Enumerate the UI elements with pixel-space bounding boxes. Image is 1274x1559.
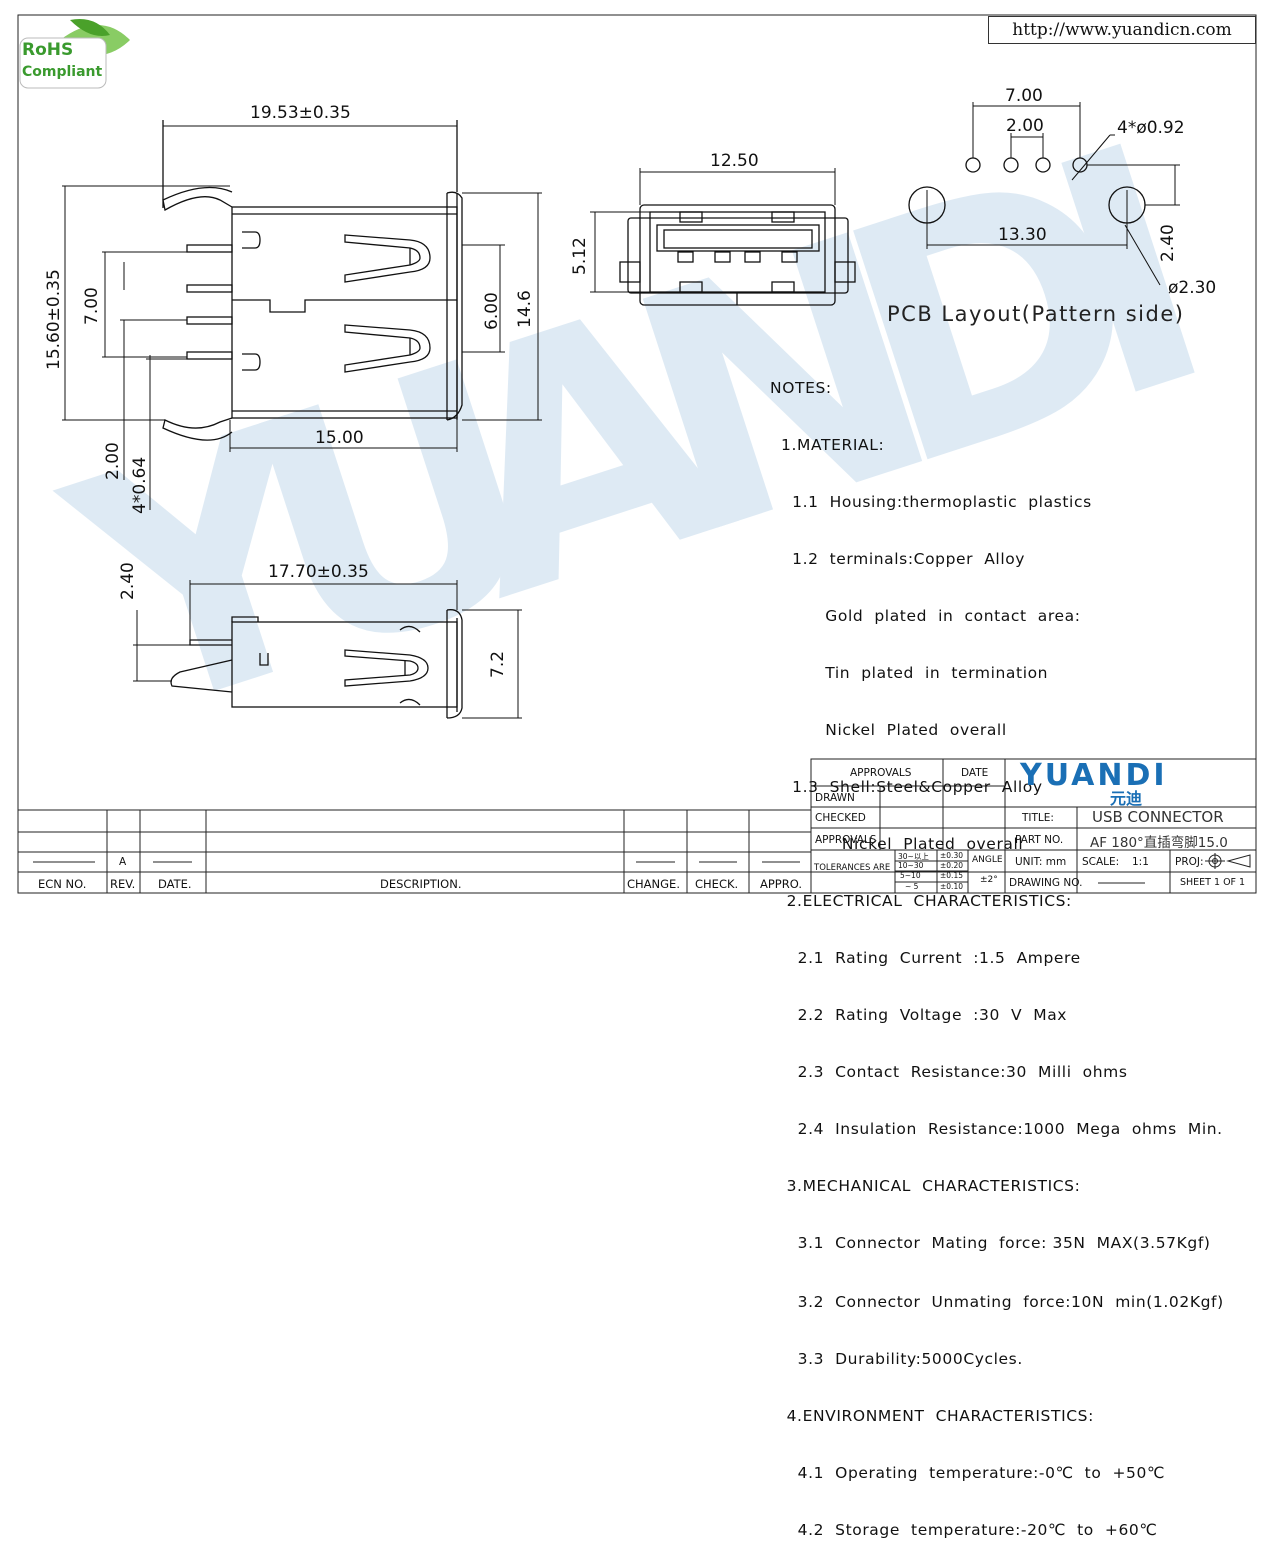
dim-overall: 14.6	[515, 290, 535, 328]
note-line: 3.1 Connector Mating force: 35N MAX(3.57…	[770, 1234, 1211, 1252]
rev-header-description: DESCRIPTION.	[380, 877, 462, 891]
note-line: 1.1 Housing:thermoplastic plastics	[770, 493, 1092, 511]
pcb-layout-label: PCB Layout(Pattern side)	[887, 302, 1185, 326]
note-line: Nickel Plated overall	[770, 721, 1007, 739]
note-line: 2.ELECTRICAL CHARACTERISTICS:	[770, 892, 1072, 910]
title-block	[810, 758, 1257, 894]
tb-drawn: DRAWN	[815, 792, 855, 804]
dim-pcb-outer-pitch: 7.00	[1005, 86, 1043, 106]
tb-angle-label: ANGLE	[972, 855, 1003, 865]
tb-part-label: PART NO.	[1015, 834, 1064, 846]
dim-pcb-peg-span: 13.30	[998, 225, 1047, 245]
tb-proj: PROJ:	[1175, 856, 1204, 868]
side-view	[162, 120, 463, 441]
notes-block: NOTES: 1.MATERIAL: 1.1 Housing:thermopla…	[770, 341, 1224, 1559]
rohs-logo	[19, 19, 130, 89]
tb-tol-range: 10~30	[898, 861, 924, 870]
rev-value: A	[119, 856, 127, 868]
rev-header-check: CHECK.	[695, 877, 739, 891]
note-line: 4.ENVIRONMENT CHARACTERISTICS:	[770, 1407, 1094, 1425]
note-line: 4.1 Operating temperature:-0℃ to +50℃	[770, 1464, 1165, 1482]
dim-bottom-width: 17.70±0.35	[268, 562, 369, 582]
drawing-canvas: YUANDI	[17, 14, 1257, 894]
tb-date-header: DATE	[961, 767, 989, 779]
dim-pin-pitch: 2.00	[103, 442, 123, 480]
front-view	[619, 204, 856, 306]
dim-pcb-peg-offset: 2.40	[1158, 224, 1178, 262]
tb-tol-range: 5~10	[900, 871, 921, 880]
bottom-view-dims	[133, 580, 522, 719]
rohs-subtitle: Compliant	[22, 64, 103, 80]
tb-title-value: USB CONNECTOR	[1092, 808, 1224, 826]
dim-body-depth: 15.00	[315, 428, 364, 448]
tb-scale-value: 1:1	[1132, 856, 1149, 868]
tb-approvals: APPROVALS	[815, 834, 877, 846]
note-line: 1.2 terminals:Copper Alloy	[770, 550, 1026, 568]
tb-tol-range: ~ 5	[905, 882, 919, 891]
note-line: 2.2 Rating Voltage :30 V Max	[770, 1006, 1068, 1024]
tb-scale-label: SCALE:	[1082, 856, 1120, 868]
rev-header-ecn: ECN NO.	[38, 877, 87, 891]
tb-tol-range: 30~以上	[898, 852, 929, 861]
tb-checked: CHECKED	[815, 812, 866, 824]
rev-header-rev: REV.	[110, 877, 136, 891]
pcb-dims	[926, 102, 1180, 286]
company-url[interactable]: http://www.yuandicn.com	[988, 16, 1256, 44]
note-line: Tin plated in termination	[770, 664, 1049, 682]
dim-pin-dia: 4*0.64	[130, 456, 150, 514]
note-line: 2.3 Contact Resistance:30 Milli ohms	[770, 1063, 1128, 1081]
note-line: 2.4 Insulation Resistance:1000 Mega ohms…	[770, 1120, 1223, 1138]
rev-header-date: DATE.	[158, 877, 192, 891]
dim-front-height: 5.12	[570, 237, 590, 275]
note-line: 4.2 Storage temperature:-20℃ to +60℃	[770, 1521, 1158, 1539]
dim-pcb-peg-dia: ø2.30	[1168, 278, 1217, 298]
note-line: Nickel Plated overall	[770, 835, 1024, 853]
tb-tol-value: ±0.20	[940, 861, 963, 870]
brand-logo: YUANDI	[1020, 758, 1168, 793]
rev-header-appro: APPRO.	[760, 877, 802, 891]
dim-front-width: 12.50	[710, 151, 759, 171]
side-view-dims	[62, 125, 542, 510]
tb-approvals-header: APPROVALS	[850, 767, 912, 779]
rohs-title: RoHS	[22, 40, 74, 60]
tb-unit: UNIT: mm	[1015, 856, 1067, 868]
note-line: 1.MATERIAL:	[770, 436, 885, 454]
front-view-dims	[590, 168, 836, 293]
dim-pcb-hole: 4*ø0.92	[1117, 118, 1185, 138]
bottom-view	[170, 609, 463, 719]
note-line: 3.3 Durability:5000Cycles.	[770, 1350, 1023, 1368]
note-line: Gold plated in contact area:	[770, 607, 1081, 625]
note-line: 3.MECHANICAL CHARACTERISTICS:	[770, 1177, 1081, 1195]
dim-side-width: 19.53±0.35	[250, 103, 351, 123]
note-line: NOTES:	[770, 379, 832, 397]
note-line: 3.2 Connector Unmating force:10N min(1.0…	[770, 1293, 1224, 1311]
tb-tol-value: ±0.15	[940, 871, 963, 880]
tb-tol-value: ±0.30	[940, 851, 963, 860]
rev-header-change: CHANGE.	[627, 877, 680, 891]
note-line: 1.3 Shell:Steel&Copper Alloy	[770, 778, 1043, 796]
dim-inner: 6.00	[482, 292, 502, 330]
tb-angle-value: ±2°	[980, 875, 998, 885]
dim-pin-span: 7.00	[82, 287, 102, 325]
tb-tol-value: ±0.10	[940, 882, 963, 891]
tb-sheet: SHEET 1 OF 1	[1180, 877, 1246, 888]
dim-side-height: 15.60±0.35	[44, 269, 64, 370]
tb-drawing-no: DRAWING NO.	[1009, 877, 1083, 889]
tb-tolerances-label: TOLERANCES ARE	[814, 863, 891, 873]
dim-bottom-offset: 2.40	[118, 562, 138, 600]
dim-bottom-height: 7.2	[488, 650, 508, 678]
tb-title-label: TITLE:	[1022, 812, 1054, 824]
note-line: 2.1 Rating Current :1.5 Ampere	[770, 949, 1081, 967]
tb-part-value: AF 180°直插弯脚15.0	[1090, 835, 1228, 851]
brand-logo-cn: 元迪	[1110, 789, 1143, 808]
dim-pcb-inner-pitch: 2.00	[1006, 116, 1044, 136]
